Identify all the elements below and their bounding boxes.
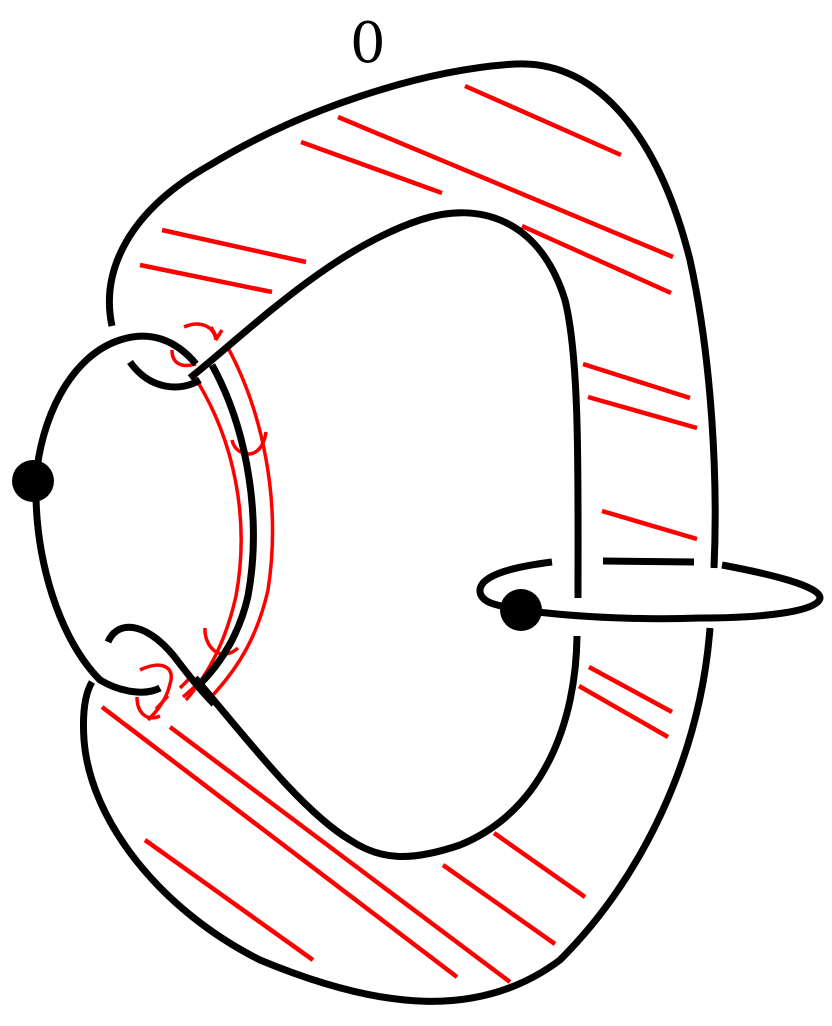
right-dotted-circle-right — [699, 561, 824, 622]
left-dotted-circle — [32, 332, 202, 696]
hatching-lines — [100, 83, 698, 984]
inner-curve-lower — [192, 635, 581, 860]
outer-curve-upper — [105, 60, 719, 569]
knot-curves — [32, 60, 824, 1005]
inner-curve-upper — [187, 209, 582, 599]
inner-left-strand — [197, 363, 257, 687]
red-handle-curves — [135, 322, 275, 722]
left-circle-lower-hook — [104, 623, 217, 707]
left-dot — [12, 460, 54, 502]
right-circle-back-strand — [602, 557, 695, 566]
outer-curve-lower — [80, 627, 714, 1005]
right-dot — [500, 589, 542, 631]
framing-label: 0 — [350, 11, 386, 76]
